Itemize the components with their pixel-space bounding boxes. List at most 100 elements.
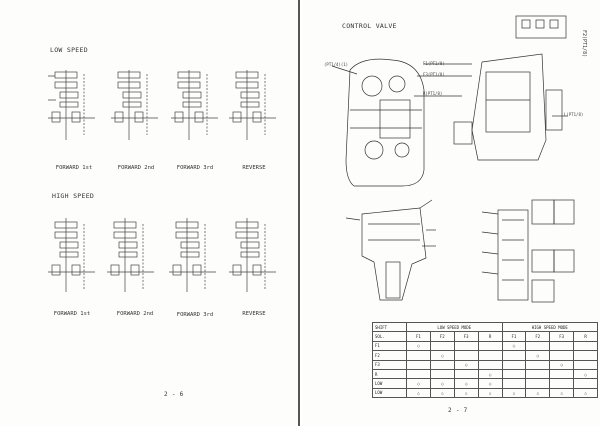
left-page-number: 2 - 6 <box>164 391 184 398</box>
control-valve-drawings <box>331 15 575 303</box>
callout-f1: F1(PT1/8) <box>423 61 445 66</box>
sub-header: F2 <box>429 331 455 342</box>
table-cell <box>477 340 503 352</box>
row-label: LOW <box>372 387 407 399</box>
callout-f3: F3(PT1/8) <box>423 72 445 77</box>
sol-header: SOL. <box>372 331 407 342</box>
table-cell <box>429 359 455 370</box>
sub-header: F3 <box>549 331 575 342</box>
row-label: F3 <box>372 359 407 370</box>
control-valve-title: CONTROL VALVE <box>342 22 397 30</box>
low-caption-4: REVERSE <box>242 165 266 171</box>
row-label: F2 <box>372 350 407 361</box>
table-row: F1○○ <box>372 340 598 352</box>
low-caption-3: FORWARD 3rd <box>176 165 214 171</box>
callout-l-pt: L(PT1/8) <box>564 112 584 117</box>
table-cell <box>429 340 455 352</box>
valve-section-right <box>497 209 529 301</box>
table-cell <box>573 340 598 352</box>
high-diagram-2 <box>107 218 154 292</box>
table-cell <box>453 340 479 352</box>
table-cell <box>406 350 431 361</box>
table-cell: △ <box>406 387 431 399</box>
shift-header: SHIFT <box>372 321 407 333</box>
table-row: F3 ○ ○ <box>372 359 598 370</box>
table-cell: △ <box>477 387 503 399</box>
table-cell <box>549 350 575 361</box>
low-diagram-2 <box>111 70 158 140</box>
sub-header: F3 <box>453 331 479 342</box>
side-casing <box>471 53 547 161</box>
row-label: LOW <box>372 378 407 389</box>
table-cell: ○ <box>406 340 431 352</box>
left-page: LOW SPEED <box>48 0 300 426</box>
high-diagram-4 <box>229 218 276 292</box>
table-cell <box>549 368 575 380</box>
table-cell: ○ <box>549 359 575 370</box>
low-diagram-4 <box>229 70 276 140</box>
table-cell <box>525 340 551 352</box>
valve-section-left <box>361 207 427 301</box>
row-label: R <box>372 368 407 380</box>
low-diagram-3 <box>171 70 218 140</box>
table-cell <box>573 359 598 370</box>
table-cell: ○ <box>525 350 551 361</box>
table-cell <box>429 368 455 380</box>
sub-header: F2 <box>525 331 551 342</box>
table-cell <box>573 378 598 389</box>
callout-pt-left: (PT1/4)(1) <box>324 62 349 67</box>
table-cell: ○ <box>429 378 455 389</box>
low-mode-header: LOW SPEED MODE <box>406 321 503 333</box>
high-speed-title: HIGH SPEED <box>52 192 95 200</box>
table-cell: ○ <box>429 350 455 361</box>
table-row: F2 ○ ○ <box>372 350 598 361</box>
table-cell <box>477 350 503 361</box>
right-page: CONTROL VALVE F2(PT1/8) <box>302 0 600 426</box>
table-cell: ○ <box>501 340 527 352</box>
gear-schematics <box>48 70 276 292</box>
table-cell <box>573 350 598 361</box>
high-caption-1: FORWARD 1st <box>53 311 91 317</box>
table-row: R ○ ○ <box>372 368 598 380</box>
high-diagram-1 <box>48 218 95 292</box>
table-cell: ○ <box>453 378 479 389</box>
callout-pt-top-right: F2(PT1/8) <box>581 30 587 58</box>
table-cell: △ <box>453 387 479 399</box>
table-cell: ○ <box>453 359 479 370</box>
low-caption-2: FORWARD 2nd <box>117 165 155 171</box>
right-page-number: 2 - 7 <box>448 407 468 414</box>
table-cell <box>477 359 503 370</box>
sub-header: R <box>477 331 503 342</box>
sub-header: F1 <box>406 331 431 342</box>
callout-pt-mid: R(PT1/8) <box>423 91 443 96</box>
solenoid-shift-table: SHIFT LOW SPEED MODE HIGH SPEED MODE SOL… <box>372 321 598 399</box>
table-cell <box>525 368 551 380</box>
low-caption-1: FORWARD 1st <box>55 165 93 171</box>
shift-table-body: F1○○F2○○F3○○R○○LOW○○○○LOW△△△△△△△△ <box>372 340 598 399</box>
row-label: F1 <box>372 340 407 352</box>
table-cell: ○ <box>477 378 503 389</box>
sub-header: R <box>573 331 598 342</box>
table-cell: △ <box>429 387 455 399</box>
table-row: LOW○○○○ <box>372 378 598 389</box>
high-caption-2: FORWARD 2nd <box>116 311 154 317</box>
low-speed-title: LOW SPEED <box>50 46 88 54</box>
table-cell <box>525 378 551 389</box>
table-cell <box>501 378 527 389</box>
table-cell: ○ <box>573 368 598 380</box>
table-row: LOW△△△△△△△△ <box>372 387 598 399</box>
table-cell: ○ <box>477 368 503 380</box>
table-cell <box>525 359 551 370</box>
table-cell <box>453 368 479 380</box>
high-caption-4: REVERSE <box>242 311 266 317</box>
table-cell <box>549 378 575 389</box>
table-cell <box>453 350 479 361</box>
high-caption-3: FORWARD 3rd <box>176 312 214 318</box>
high-diagram-3 <box>169 218 216 292</box>
table-cell: △ <box>573 387 598 399</box>
low-diagram-1 <box>48 70 95 140</box>
table-cell <box>549 340 575 352</box>
table-cell: △ <box>525 387 551 399</box>
table-cell: △ <box>501 387 527 399</box>
table-cell <box>501 359 527 370</box>
